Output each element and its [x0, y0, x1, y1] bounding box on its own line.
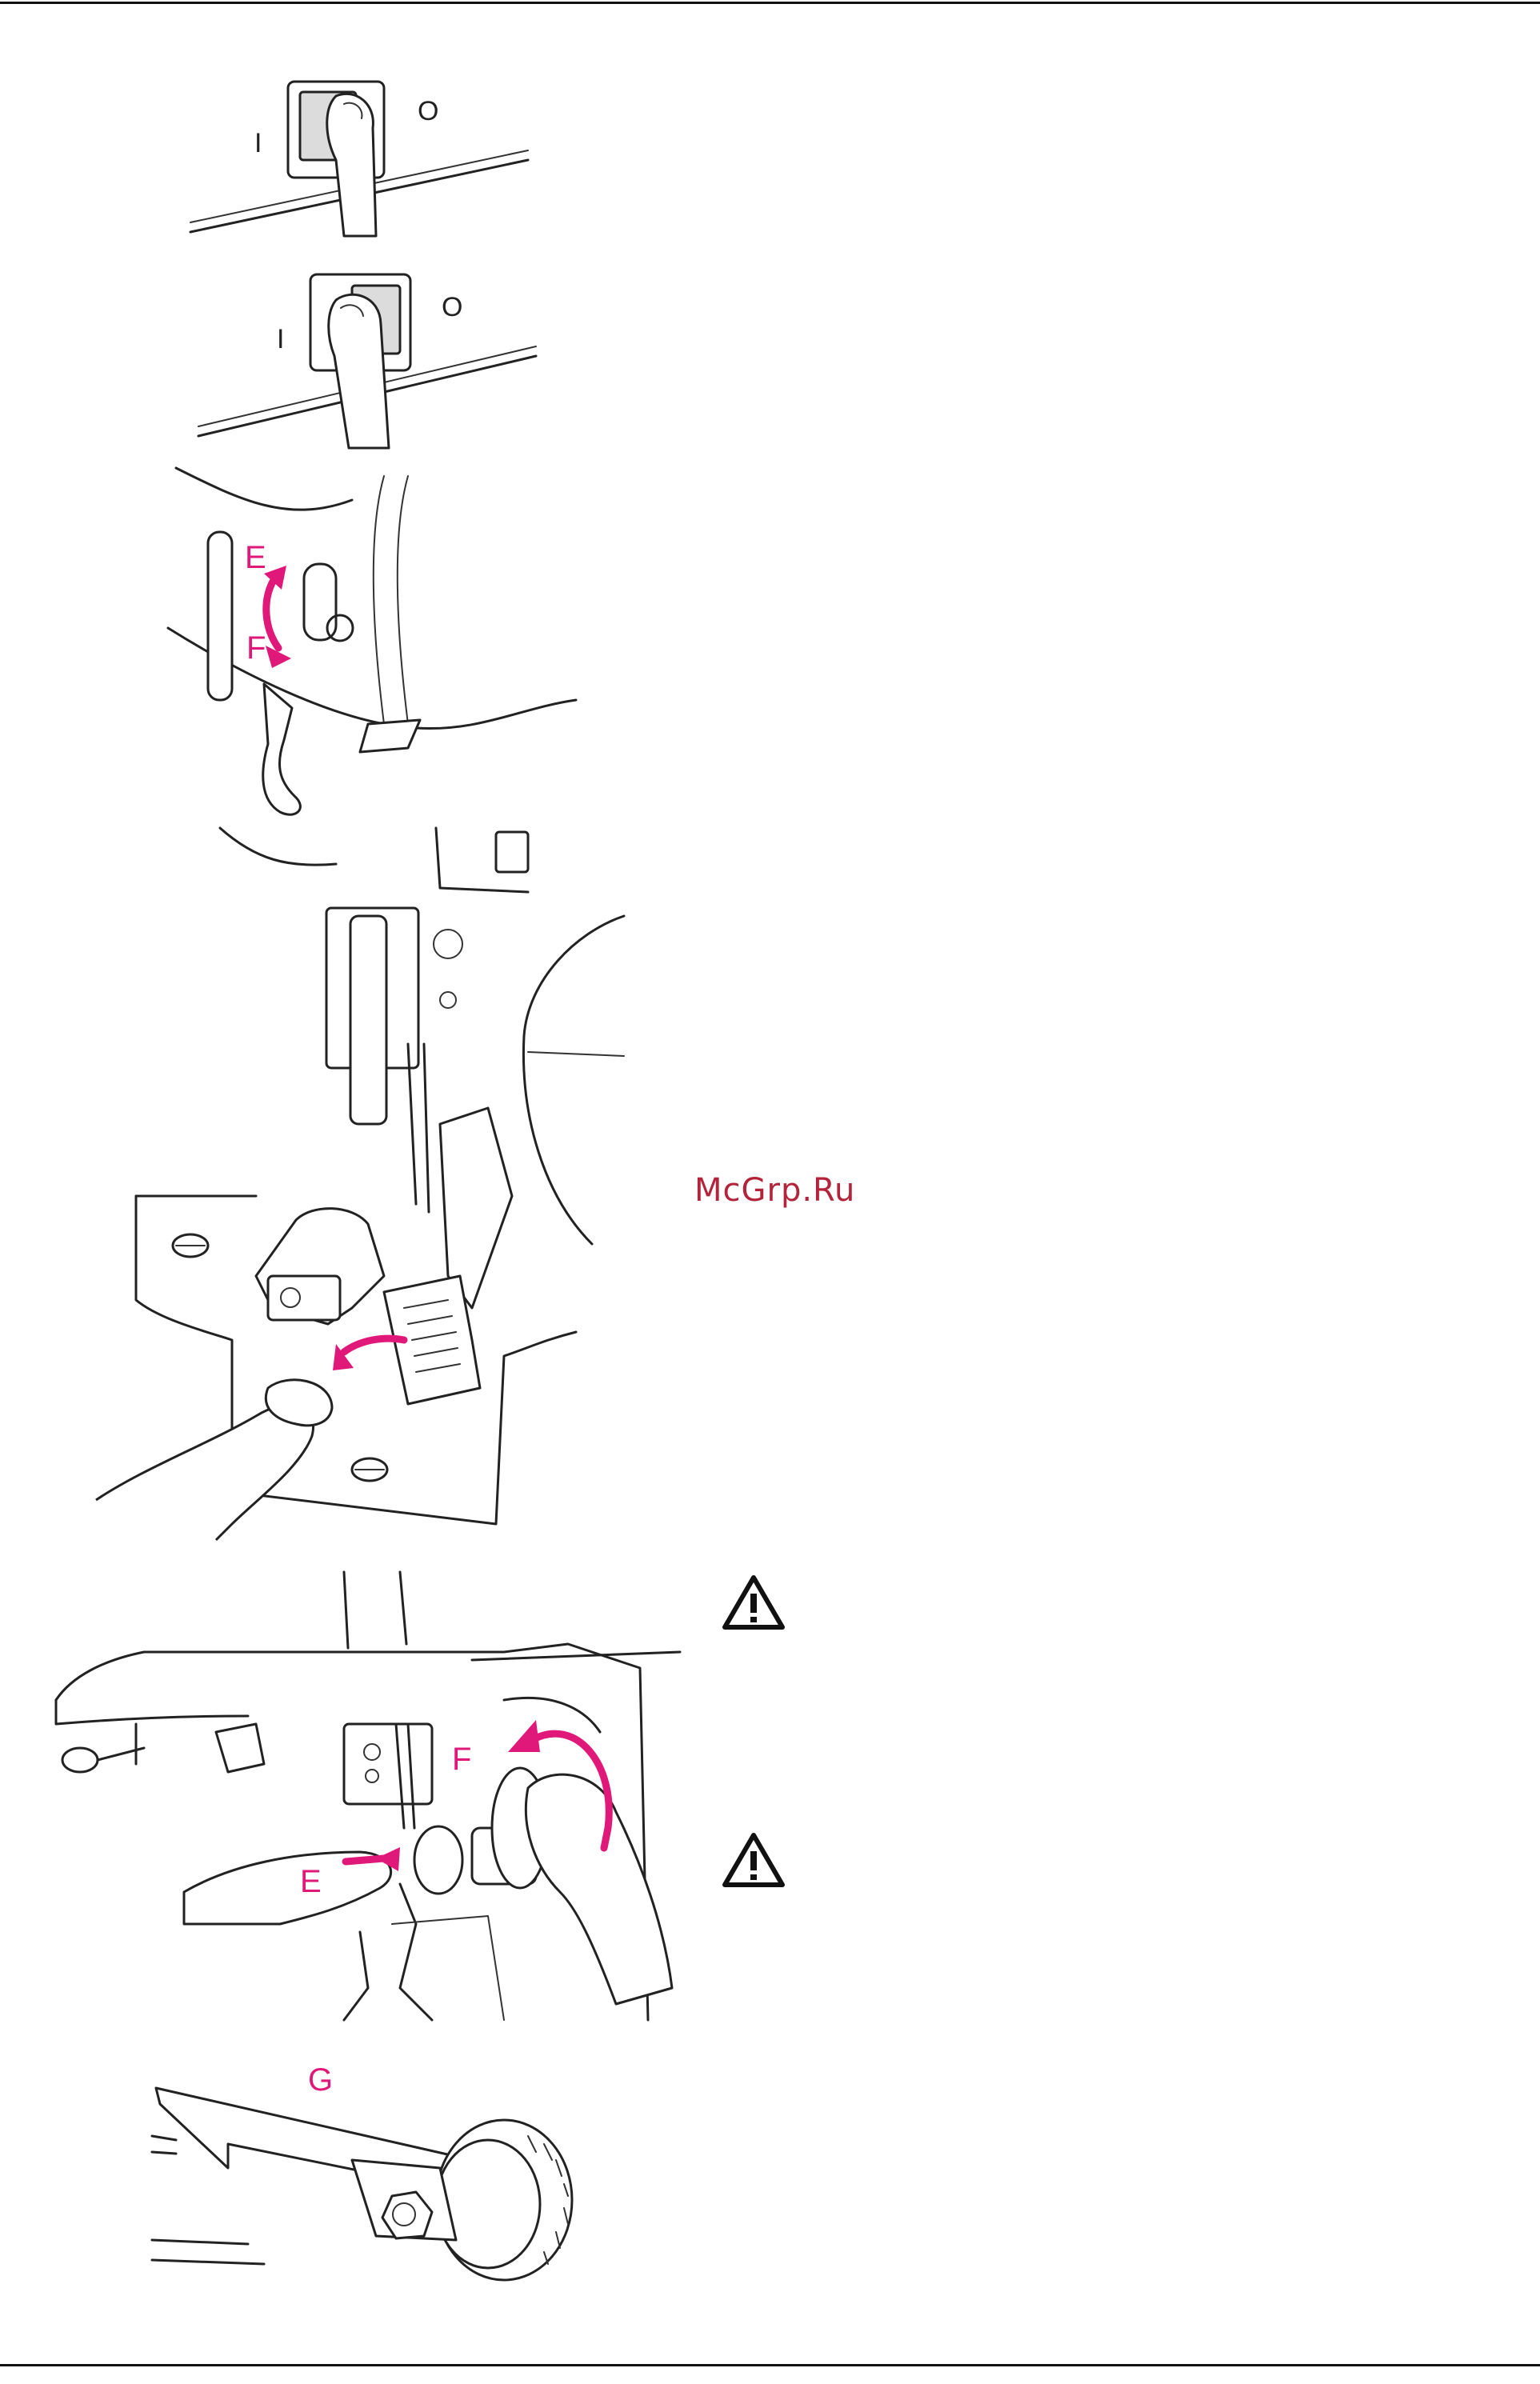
switch-mark-on: I [277, 324, 284, 354]
switch-mark-off: O [442, 292, 462, 322]
handwheel-label-turn: F [452, 1742, 471, 1777]
figure-power-switch-on: I O [184, 64, 544, 240]
watermark: McGrp.Ru [694, 1172, 855, 1209]
warning-triangle-icon [722, 1574, 786, 1630]
switch-mark-off: O [418, 96, 438, 126]
warning-triangle-icon [722, 1832, 786, 1888]
figure-lever: E F [144, 468, 576, 820]
tool-label: G [308, 2062, 333, 2098]
figure-tool: G [152, 2064, 592, 2280]
handwheel-label-push: E [300, 1864, 322, 1899]
switch-mark-on: I [254, 128, 262, 158]
figure-presser-foot [96, 828, 624, 1540]
top-rule [0, 2, 1540, 4]
lever-label-down: F [246, 630, 266, 666]
bottom-rule [0, 2364, 1540, 2366]
figure-power-switch-off: I O [192, 268, 552, 452]
lever-label-up: E [245, 540, 266, 575]
figure-handwheel: F E [56, 1572, 672, 2020]
